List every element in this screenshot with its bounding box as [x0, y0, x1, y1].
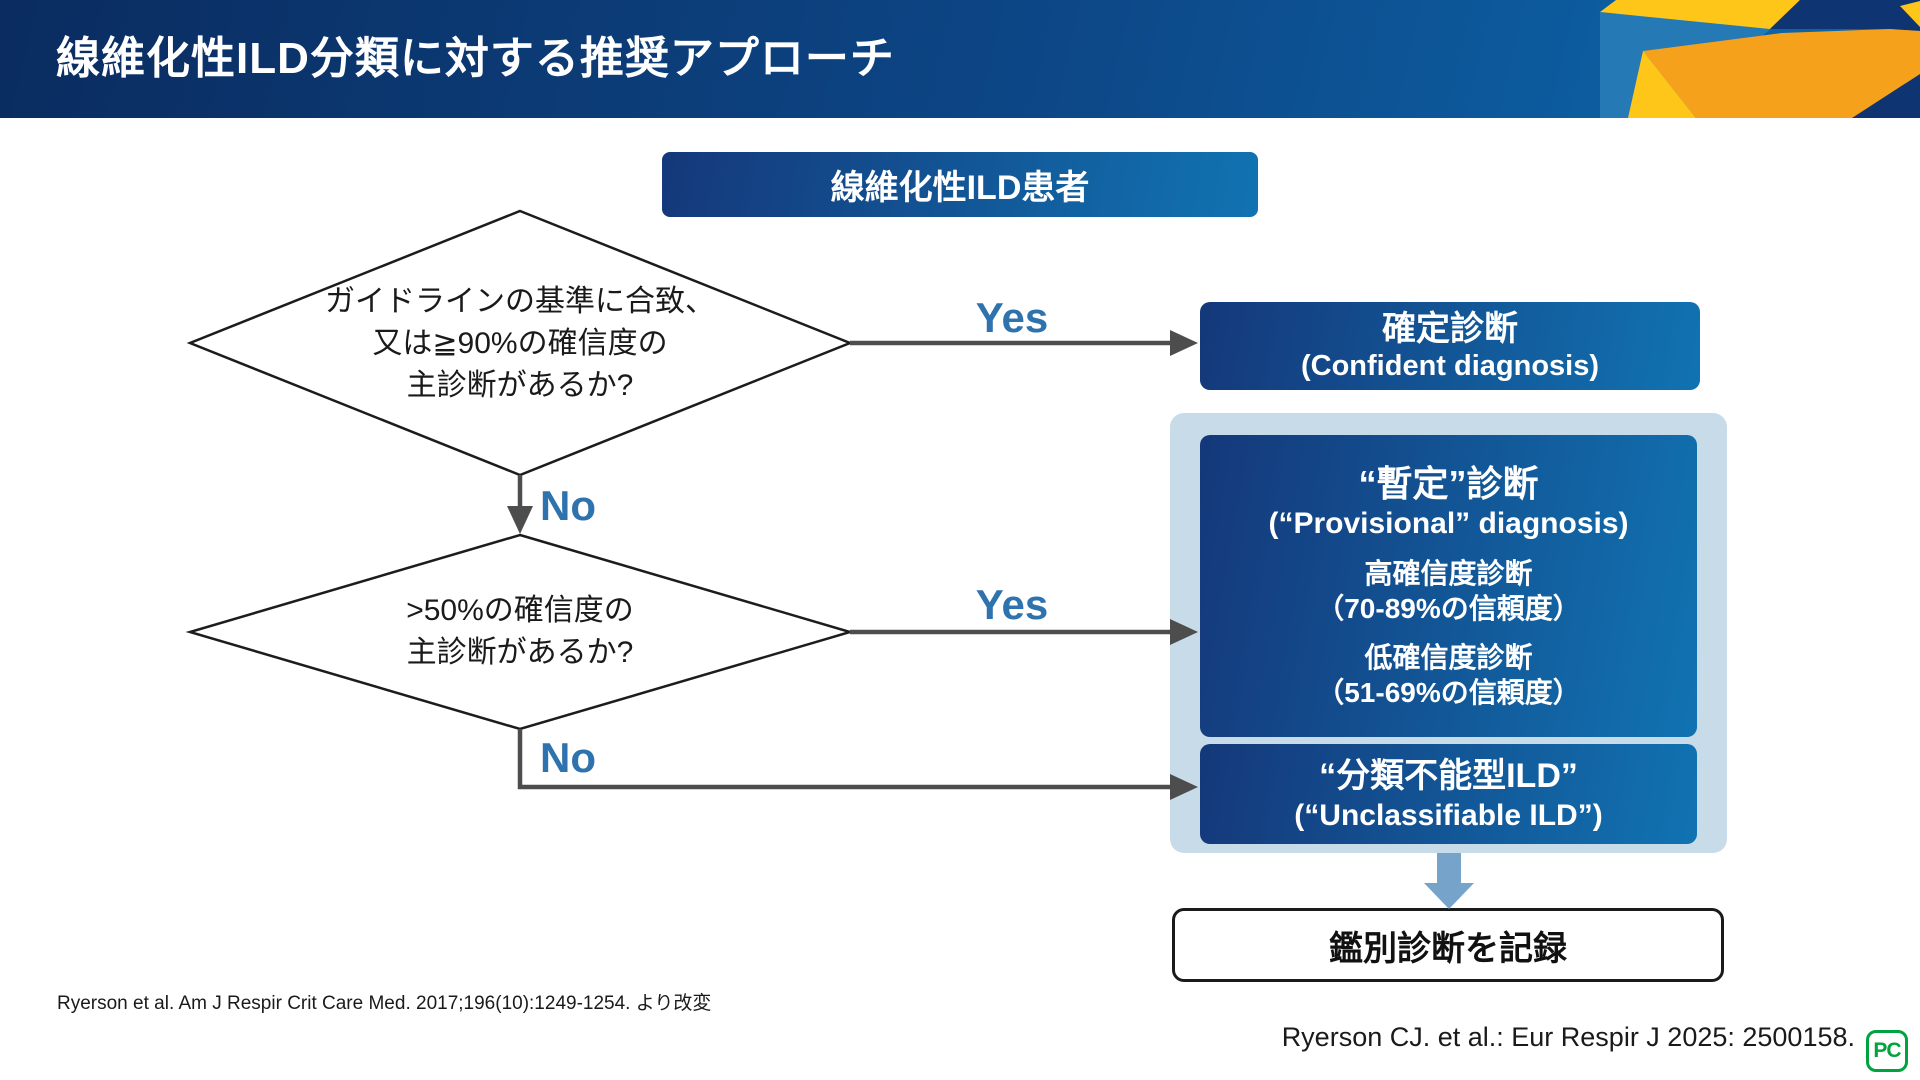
confident-diagnosis-box: 確定診断 (Confident diagnosis): [1200, 302, 1700, 390]
low-confidence-range: （51-69%の信頼度）: [1316, 677, 1581, 708]
decision-1-line3: 主診断があるか?: [406, 369, 634, 402]
arrowhead-no-1: [507, 506, 533, 534]
label-no-1: No: [540, 482, 596, 529]
high-confidence-title: 高確信度診断: [1364, 558, 1533, 589]
provisional-subtitle: (“Provisional” diagnosis): [1268, 507, 1629, 540]
arrowhead-yes-1: [1170, 330, 1198, 356]
page-title: 線維化性ILD分類に対する推奨アプローチ: [56, 34, 895, 83]
label-yes-2: Yes: [975, 581, 1049, 628]
decision-1-line2: 又は≧90%の確信度の: [372, 327, 668, 360]
confident-subtitle: (Confident diagnosis): [1300, 350, 1600, 382]
unclassifiable-title: “分類不能型ILD”: [1319, 756, 1578, 795]
pc-logo: PC: [1866, 1030, 1908, 1072]
unclassifiable-subtitle: (“Unclassifiable ILD”): [1294, 798, 1603, 832]
decision-2-line1: >50%の確信度の: [406, 594, 634, 627]
provisional-title: “暫定”診断: [1358, 463, 1539, 504]
label-yes-1: Yes: [975, 294, 1049, 341]
header-bar: 線維化性ILD分類に対する推奨アプローチ: [0, 0, 1920, 118]
low-confidence-title: 低確信度診断: [1364, 642, 1533, 673]
blue-down-arrow: [1424, 853, 1474, 909]
provisional-diagnosis-box: “暫定”診断 (“Provisional” diagnosis) 高確信度診断 …: [1200, 435, 1697, 737]
high-confidence-range: （70-89%の信頼度）: [1316, 593, 1581, 624]
label-no-2: No: [540, 734, 596, 781]
arrow-no-2: [517, 729, 1170, 790]
header-decoration-graphic: [1600, 0, 1920, 118]
unclassifiable-ild-box: “分類不能型ILD” (“Unclassifiable ILD”): [1200, 744, 1697, 844]
decision-1-line1: ガイドラインの基準に合致、: [325, 285, 715, 318]
decision-2-line2: 主診断があるか?: [406, 636, 634, 669]
patient-box: 線維化性ILD患者: [662, 152, 1258, 217]
citation-left: Ryerson et al. Am J Respir Crit Care Med…: [57, 993, 712, 1014]
decision-1-text: ガイドラインの基準に合致、 又は≧90%の確信度の 主診断があるか?: [280, 281, 760, 407]
record-differential-box: 鑑別診断を記録: [1172, 908, 1724, 982]
citation-right: Ryerson CJ. et al.: Eur Respir J 2025: 2…: [1281, 1022, 1855, 1052]
decision-2-text: >50%の確信度の 主診断があるか?: [280, 590, 760, 674]
confident-title: 確定診断: [1382, 310, 1518, 348]
